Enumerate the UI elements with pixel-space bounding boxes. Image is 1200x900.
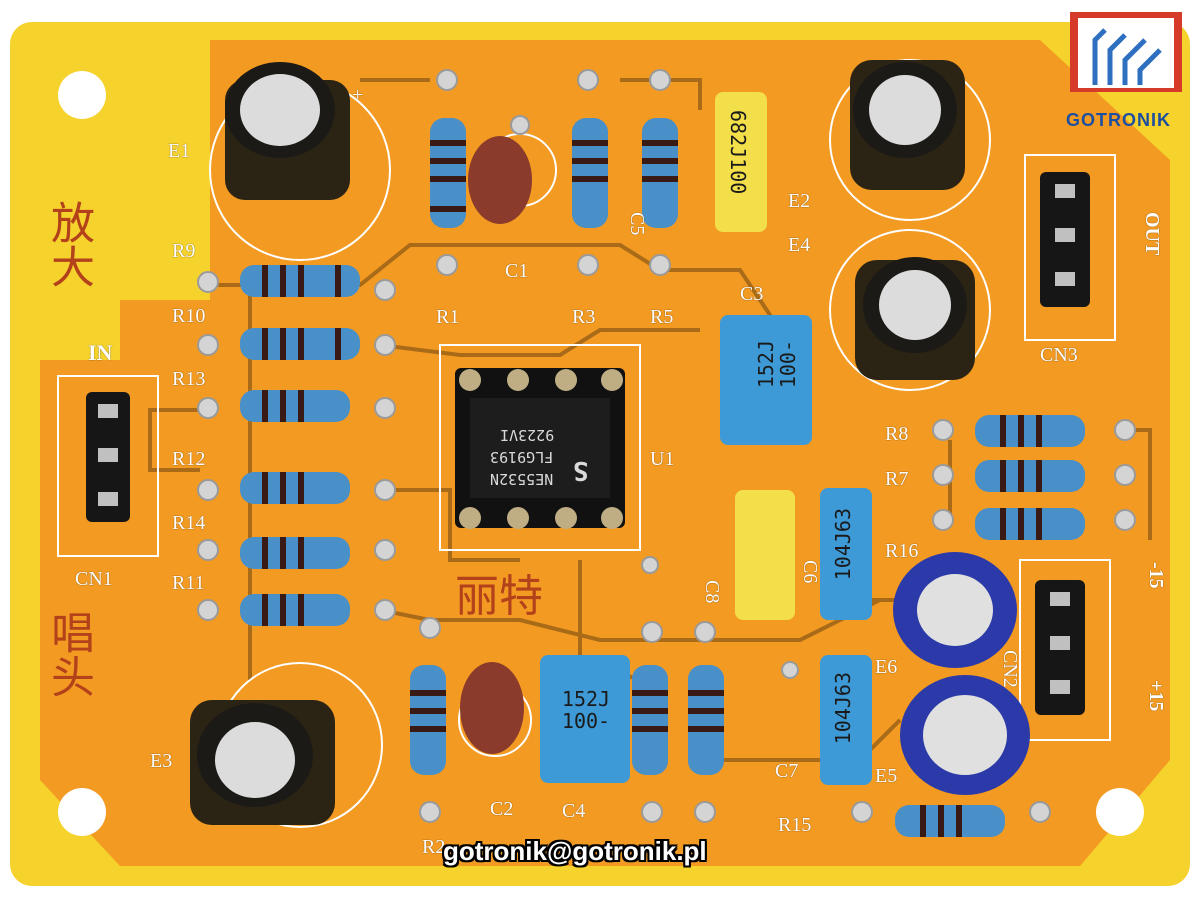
label-r3: R3 [572, 306, 596, 328]
label-c4: C4 [562, 800, 586, 822]
label-c1: C1 [505, 260, 529, 282]
label-minus15: -15 [1145, 562, 1167, 589]
cap-c4 [540, 655, 630, 783]
label-e5: E5 [875, 765, 898, 787]
cap-e1 [225, 62, 350, 200]
label-out: OUT [1141, 212, 1163, 256]
label-r5: R5 [650, 306, 674, 328]
label-plus15: +15 [1145, 680, 1167, 712]
label-r12: R12 [172, 448, 206, 470]
label-r11: R11 [172, 572, 205, 594]
label-e2: E2 [788, 190, 811, 212]
chinese-left-top: 放大 [43, 200, 94, 288]
header-pins [98, 184, 1075, 694]
cap-c2 [460, 662, 524, 754]
pads [197, 69, 1136, 823]
cap-e4 [855, 257, 975, 380]
cap-c3 [720, 315, 812, 445]
label-c7: C7 [775, 760, 799, 782]
label-in: IN [88, 340, 113, 365]
cap-c7 [820, 655, 872, 785]
label-cn2: CN2 [999, 650, 1021, 688]
label-r8: R8 [885, 423, 909, 445]
label-c8: C8 [701, 580, 723, 604]
cap-c4-code: 152J 100- [561, 687, 611, 733]
cap-c6 [820, 488, 872, 620]
gotronik-logo [1070, 12, 1182, 92]
cap-e2 [850, 60, 965, 190]
mount-hole [1096, 788, 1144, 836]
brand-name: GOTRONIK [1066, 110, 1171, 130]
mount-hole [58, 71, 106, 119]
chinese-bottom: 丽特 [455, 571, 543, 622]
cap-c7-code: 104J63 [831, 672, 855, 745]
chip-logo: S [573, 455, 589, 485]
label-plus: + [352, 84, 364, 106]
cap-c6-code: 104J63 [831, 508, 855, 581]
label-r13: R13 [172, 368, 206, 390]
label-cn3: CN3 [1040, 344, 1078, 366]
label-c5: C5 [626, 212, 648, 236]
label-u1: U1 [650, 448, 675, 470]
cap-c1 [468, 136, 532, 224]
label-c2: C2 [490, 798, 514, 820]
chip-line1: NE5532N [490, 470, 554, 488]
label-r14: R14 [172, 512, 206, 534]
cap-c5 [715, 92, 767, 232]
ic-u1 [455, 368, 625, 529]
cap-c3-code: 152J 100- [754, 340, 800, 389]
chip-line3: 9223VI [500, 426, 555, 444]
label-e4: E4 [788, 234, 811, 256]
label-cn1: CN1 [75, 568, 113, 590]
silkscreen-outlines [57, 59, 1116, 828]
cap-e3 [190, 700, 335, 825]
label-r10: R10 [172, 305, 206, 327]
chip-line2: FLG9193 [490, 448, 554, 466]
label-r1: R1 [436, 306, 460, 328]
resistor-bands [262, 140, 1042, 837]
mount-hole [58, 788, 106, 836]
brand-email: gotronik@gotronik.pl [443, 836, 707, 866]
label-r9: R9 [172, 240, 196, 262]
cap-c8 [735, 490, 795, 620]
chinese-left: 唱头 [43, 610, 94, 698]
label-r2: R2 [422, 836, 446, 858]
label-r7: R7 [885, 468, 909, 490]
cap-c5-code: 682J100 [726, 110, 750, 195]
label-e6: E6 [875, 656, 898, 678]
label-r15: R15 [778, 814, 812, 836]
label-e1: E1 [168, 140, 191, 162]
cap-e6 [893, 552, 1017, 668]
label-c3: C3 [740, 283, 764, 305]
label-r16: R16 [885, 540, 919, 562]
label-c6: C6 [799, 560, 821, 584]
cap-e5 [900, 675, 1030, 795]
label-e3: E3 [150, 750, 173, 772]
